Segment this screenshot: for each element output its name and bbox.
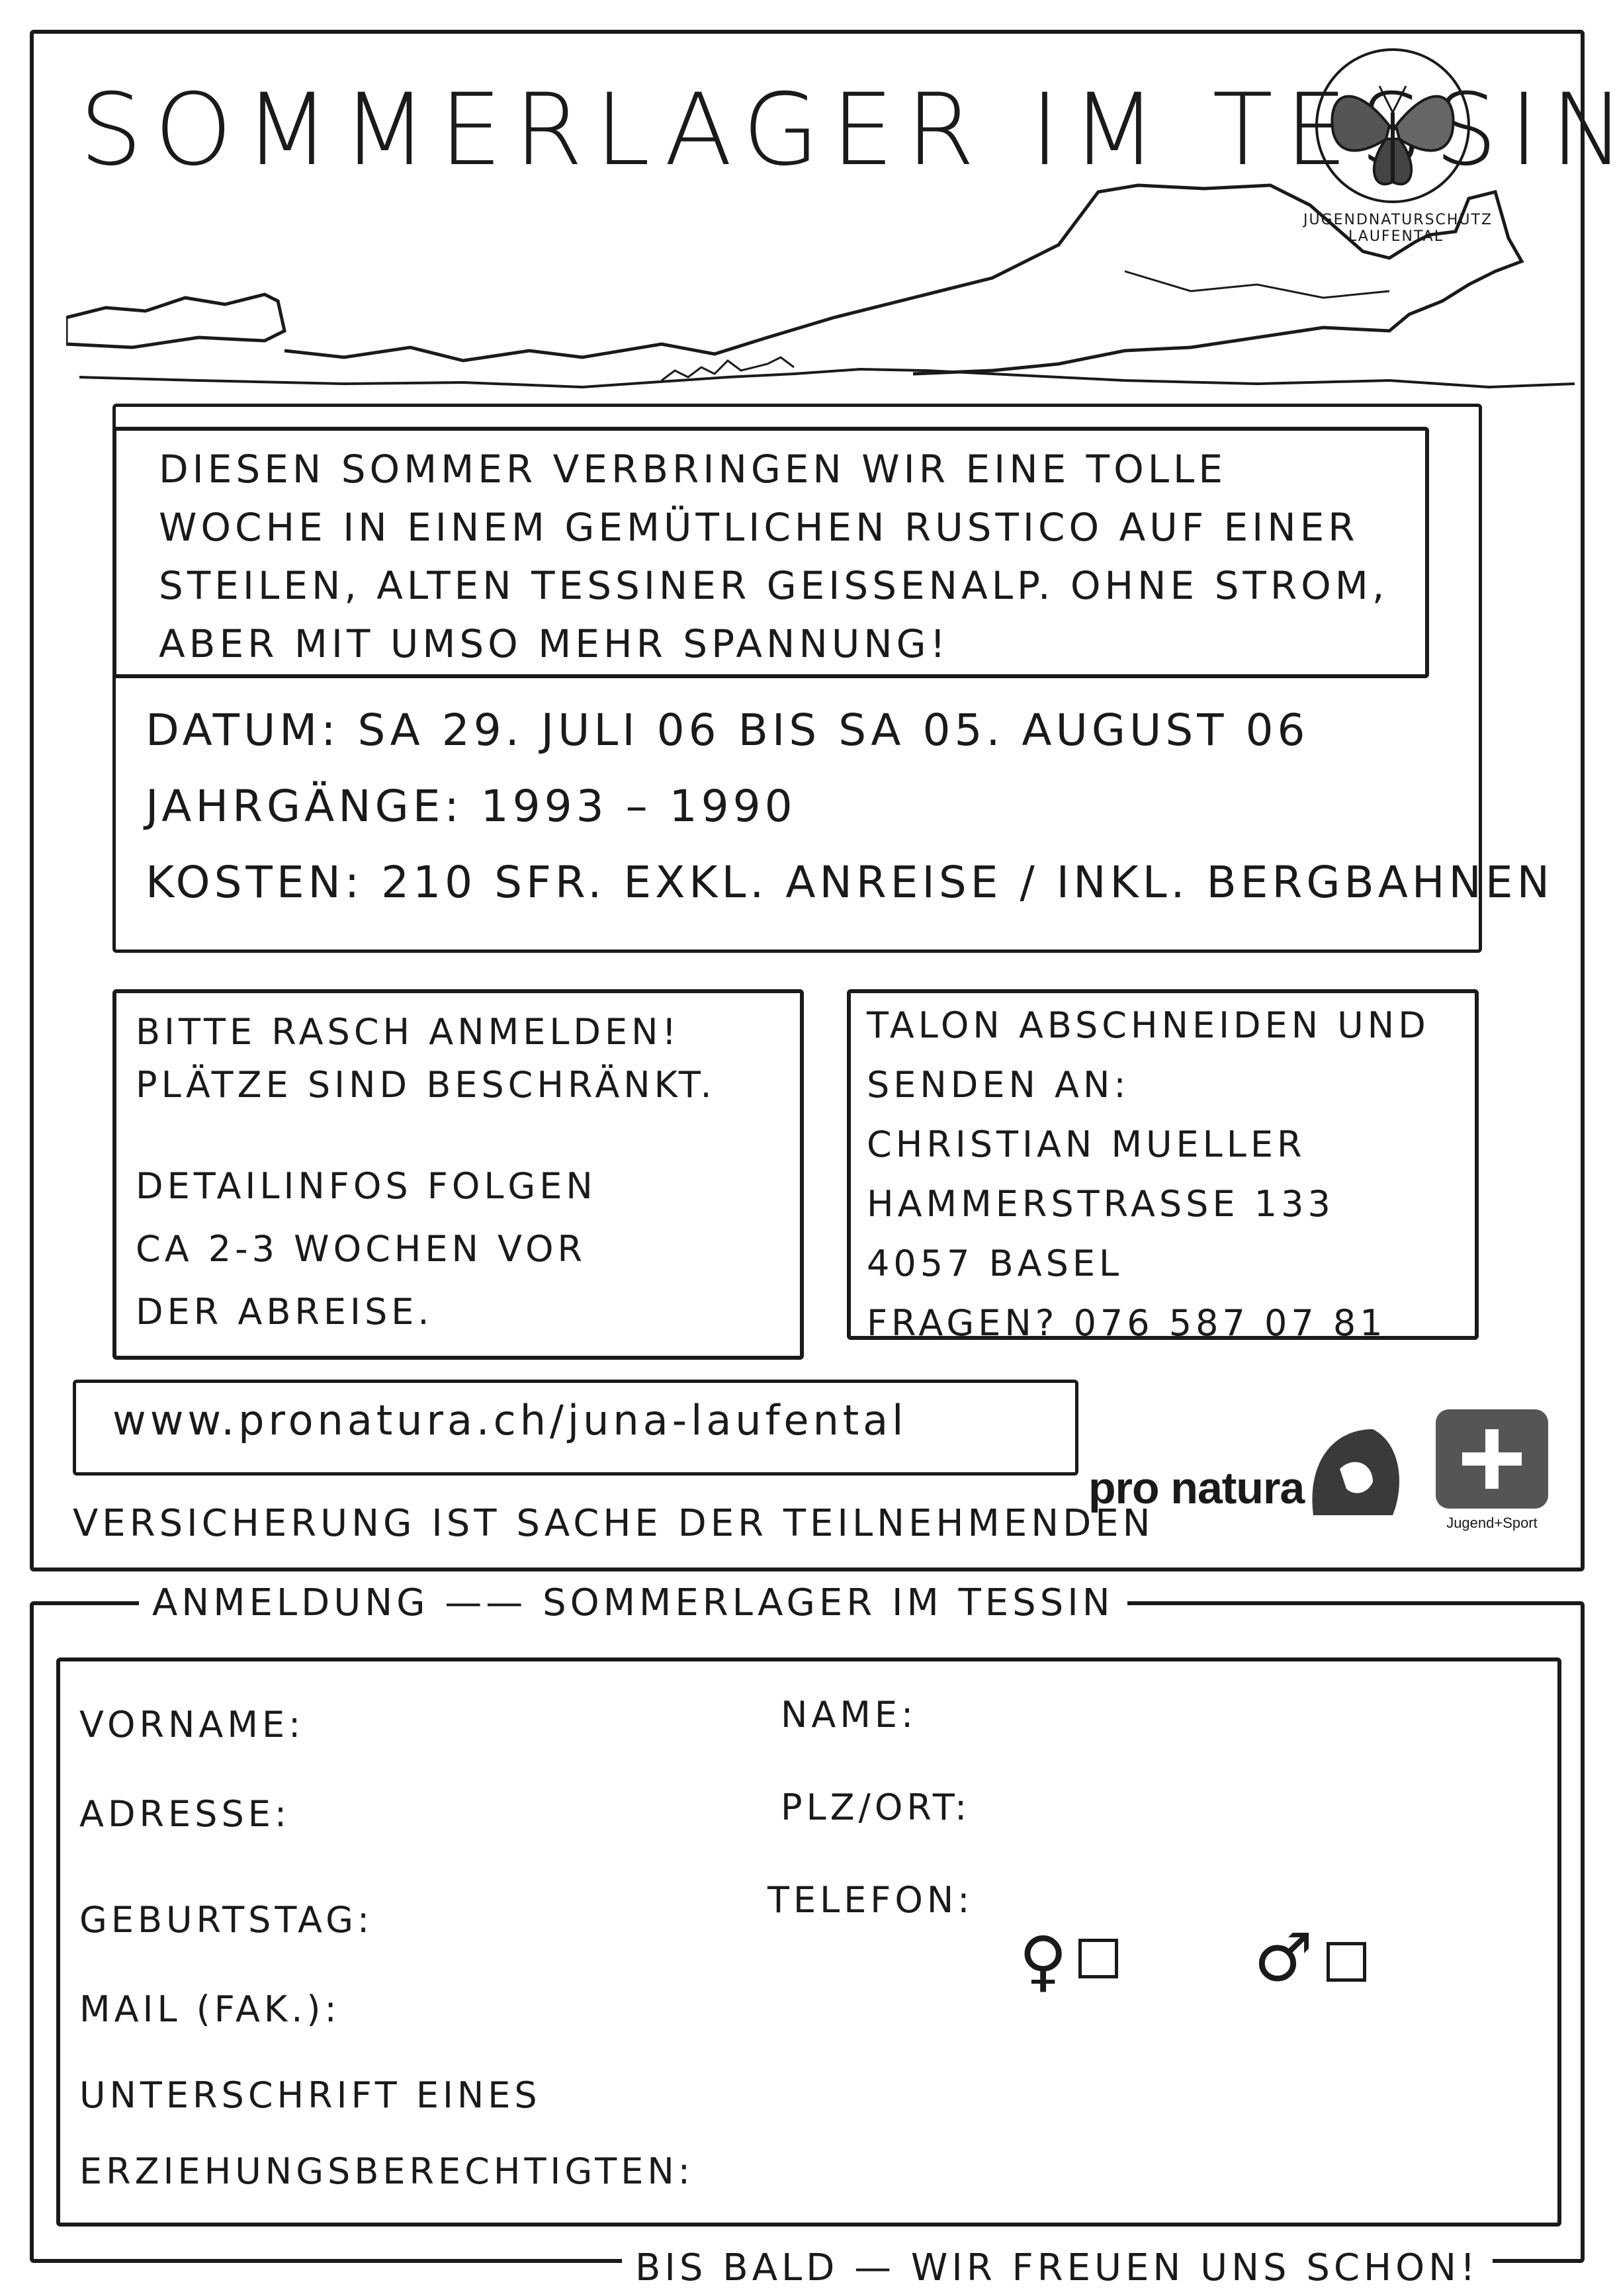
- address-field-label[interactable]: Adresse:: [79, 1793, 291, 1835]
- contact-city: 4057 Basel: [867, 1243, 1123, 1284]
- mountain-landscape-illustration: [66, 183, 1575, 389]
- note-line: ca 2-3 Wochen vor: [136, 1228, 587, 1270]
- male-checkbox[interactable]: [1327, 1942, 1366, 1982]
- firstname-field-label[interactable]: Vorname:: [79, 1704, 305, 1745]
- url-box: [73, 1380, 1078, 1476]
- note-line: Detailinfos folgen: [136, 1165, 597, 1207]
- signature-field-label: Unterschrift eines: [79, 2074, 541, 2116]
- contact-line: Talon abschneiden und: [867, 1004, 1430, 1046]
- costs: Kosten: 210 SFr. exkl. Anreise / inkl. B…: [146, 857, 1553, 908]
- jugend-sport-logo: Jugend+Sport: [1429, 1406, 1555, 1538]
- info-section: [112, 404, 1482, 953]
- event-date: Datum: Sa 29. Juli 06 bis Sa 05. August …: [146, 705, 1309, 756]
- details-note: Detailinfos folgen ca 2-3 Wochen vor der…: [136, 1155, 797, 1343]
- pronatura-wordmark: pro natura: [1088, 1463, 1305, 1513]
- pronatura-ibex-icon: [1312, 1429, 1399, 1515]
- contact-line: senden an:: [867, 1064, 1130, 1106]
- insurance-note: Versicherung ist Sache der Teilnehmenden: [73, 1502, 1155, 1545]
- contact-box: [847, 989, 1479, 1340]
- contact-address: Talon abschneiden und senden an: Christi…: [867, 996, 1469, 1353]
- birthday-field-label[interactable]: Geburtstag:: [79, 1899, 374, 1941]
- jugend-sport-caption: Jugend+Sport: [1446, 1515, 1538, 1531]
- female-icon: ♀: [1019, 1922, 1068, 2000]
- intro-text: Diesen Sommer verbringen wir eine tolle …: [159, 447, 1389, 666]
- form-header: Anmeldung —— Sommerlager im Tessin: [139, 1581, 1127, 1624]
- intro-box: [112, 427, 1429, 678]
- email-field-label[interactable]: Mail (fak.):: [79, 1988, 341, 2030]
- contact-phone: Fragen? 076 587 07 81: [867, 1302, 1387, 1344]
- lastname-field-label[interactable]: Name:: [781, 1694, 918, 1736]
- note-line: der Abreise.: [136, 1291, 433, 1333]
- phone-field-label[interactable]: Telefon:: [767, 1879, 974, 1921]
- note-line: Plätze sind beschränkt.: [136, 1064, 716, 1106]
- male-icon: ♂: [1254, 1919, 1313, 1996]
- registration-note-box: [112, 989, 804, 1360]
- website-link[interactable]: www.pronatura.ch/juna-laufental: [112, 1396, 908, 1444]
- zip-city-field-label[interactable]: PLZ/Ort:: [781, 1787, 971, 1828]
- jugend-sport-icon: [1436, 1409, 1548, 1509]
- registration-form-box: [56, 1657, 1561, 2227]
- birth-years: Jahrgänge: 1993 – 1990: [146, 781, 797, 832]
- pronatura-logo: pro natura: [1088, 1416, 1406, 1522]
- poster-frame: [30, 30, 1585, 1571]
- signature-field-label-2[interactable]: Erziehungsberechtigten:: [79, 2150, 694, 2192]
- butterfly-logo-icon: [1315, 48, 1470, 203]
- footer-note: bis bald — wir freuen uns schon!: [622, 2246, 1493, 2289]
- contact-name: Christian Mueller: [867, 1124, 1306, 1165]
- registration-note: Bitte rasch anmelden! Plätze sind beschr…: [136, 1006, 797, 1112]
- note-line: Bitte rasch anmelden!: [136, 1011, 681, 1053]
- contact-street: Hammerstrasse 133: [867, 1183, 1334, 1225]
- female-checkbox[interactable]: [1078, 1939, 1118, 1978]
- logo-caption: Jugendnaturschutz Laufental: [1303, 212, 1493, 245]
